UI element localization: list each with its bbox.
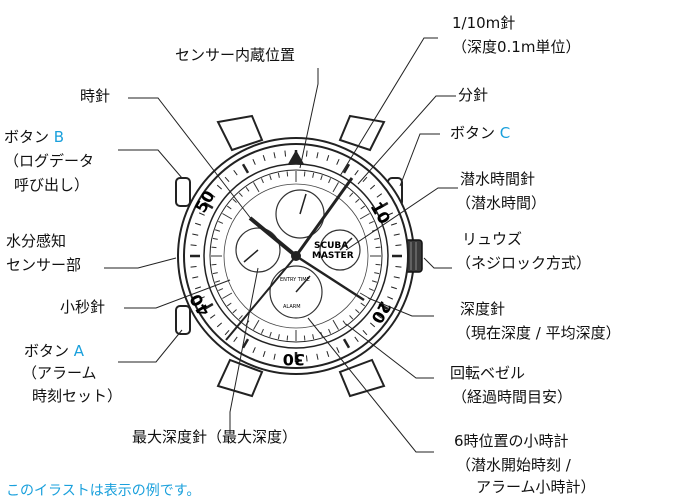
label-small-second: 小秒針	[60, 298, 106, 316]
label-hour-hand: 時針	[80, 87, 111, 105]
brand-scuba: SCUBA	[314, 241, 348, 251]
label-button-c: ボタン C	[450, 124, 511, 142]
alarm-text: ALARM	[283, 304, 301, 310]
label-sensor: センサー内蔵位置	[174, 46, 295, 64]
brand-master: MASTER	[312, 251, 354, 261]
label-max-depth: 最大深度針（最大深度）	[132, 428, 298, 446]
entry-text: ENTRY TIME	[280, 277, 310, 283]
footnote: このイラストは表示の例です。	[6, 483, 201, 499]
label-minute-hand: 分針	[458, 86, 489, 104]
leader-lines	[104, 37, 458, 453]
dial: SCUBA MASTER ENTRY TIME ALARM	[209, 169, 383, 343]
bezel-number-30: 30	[283, 350, 305, 369]
